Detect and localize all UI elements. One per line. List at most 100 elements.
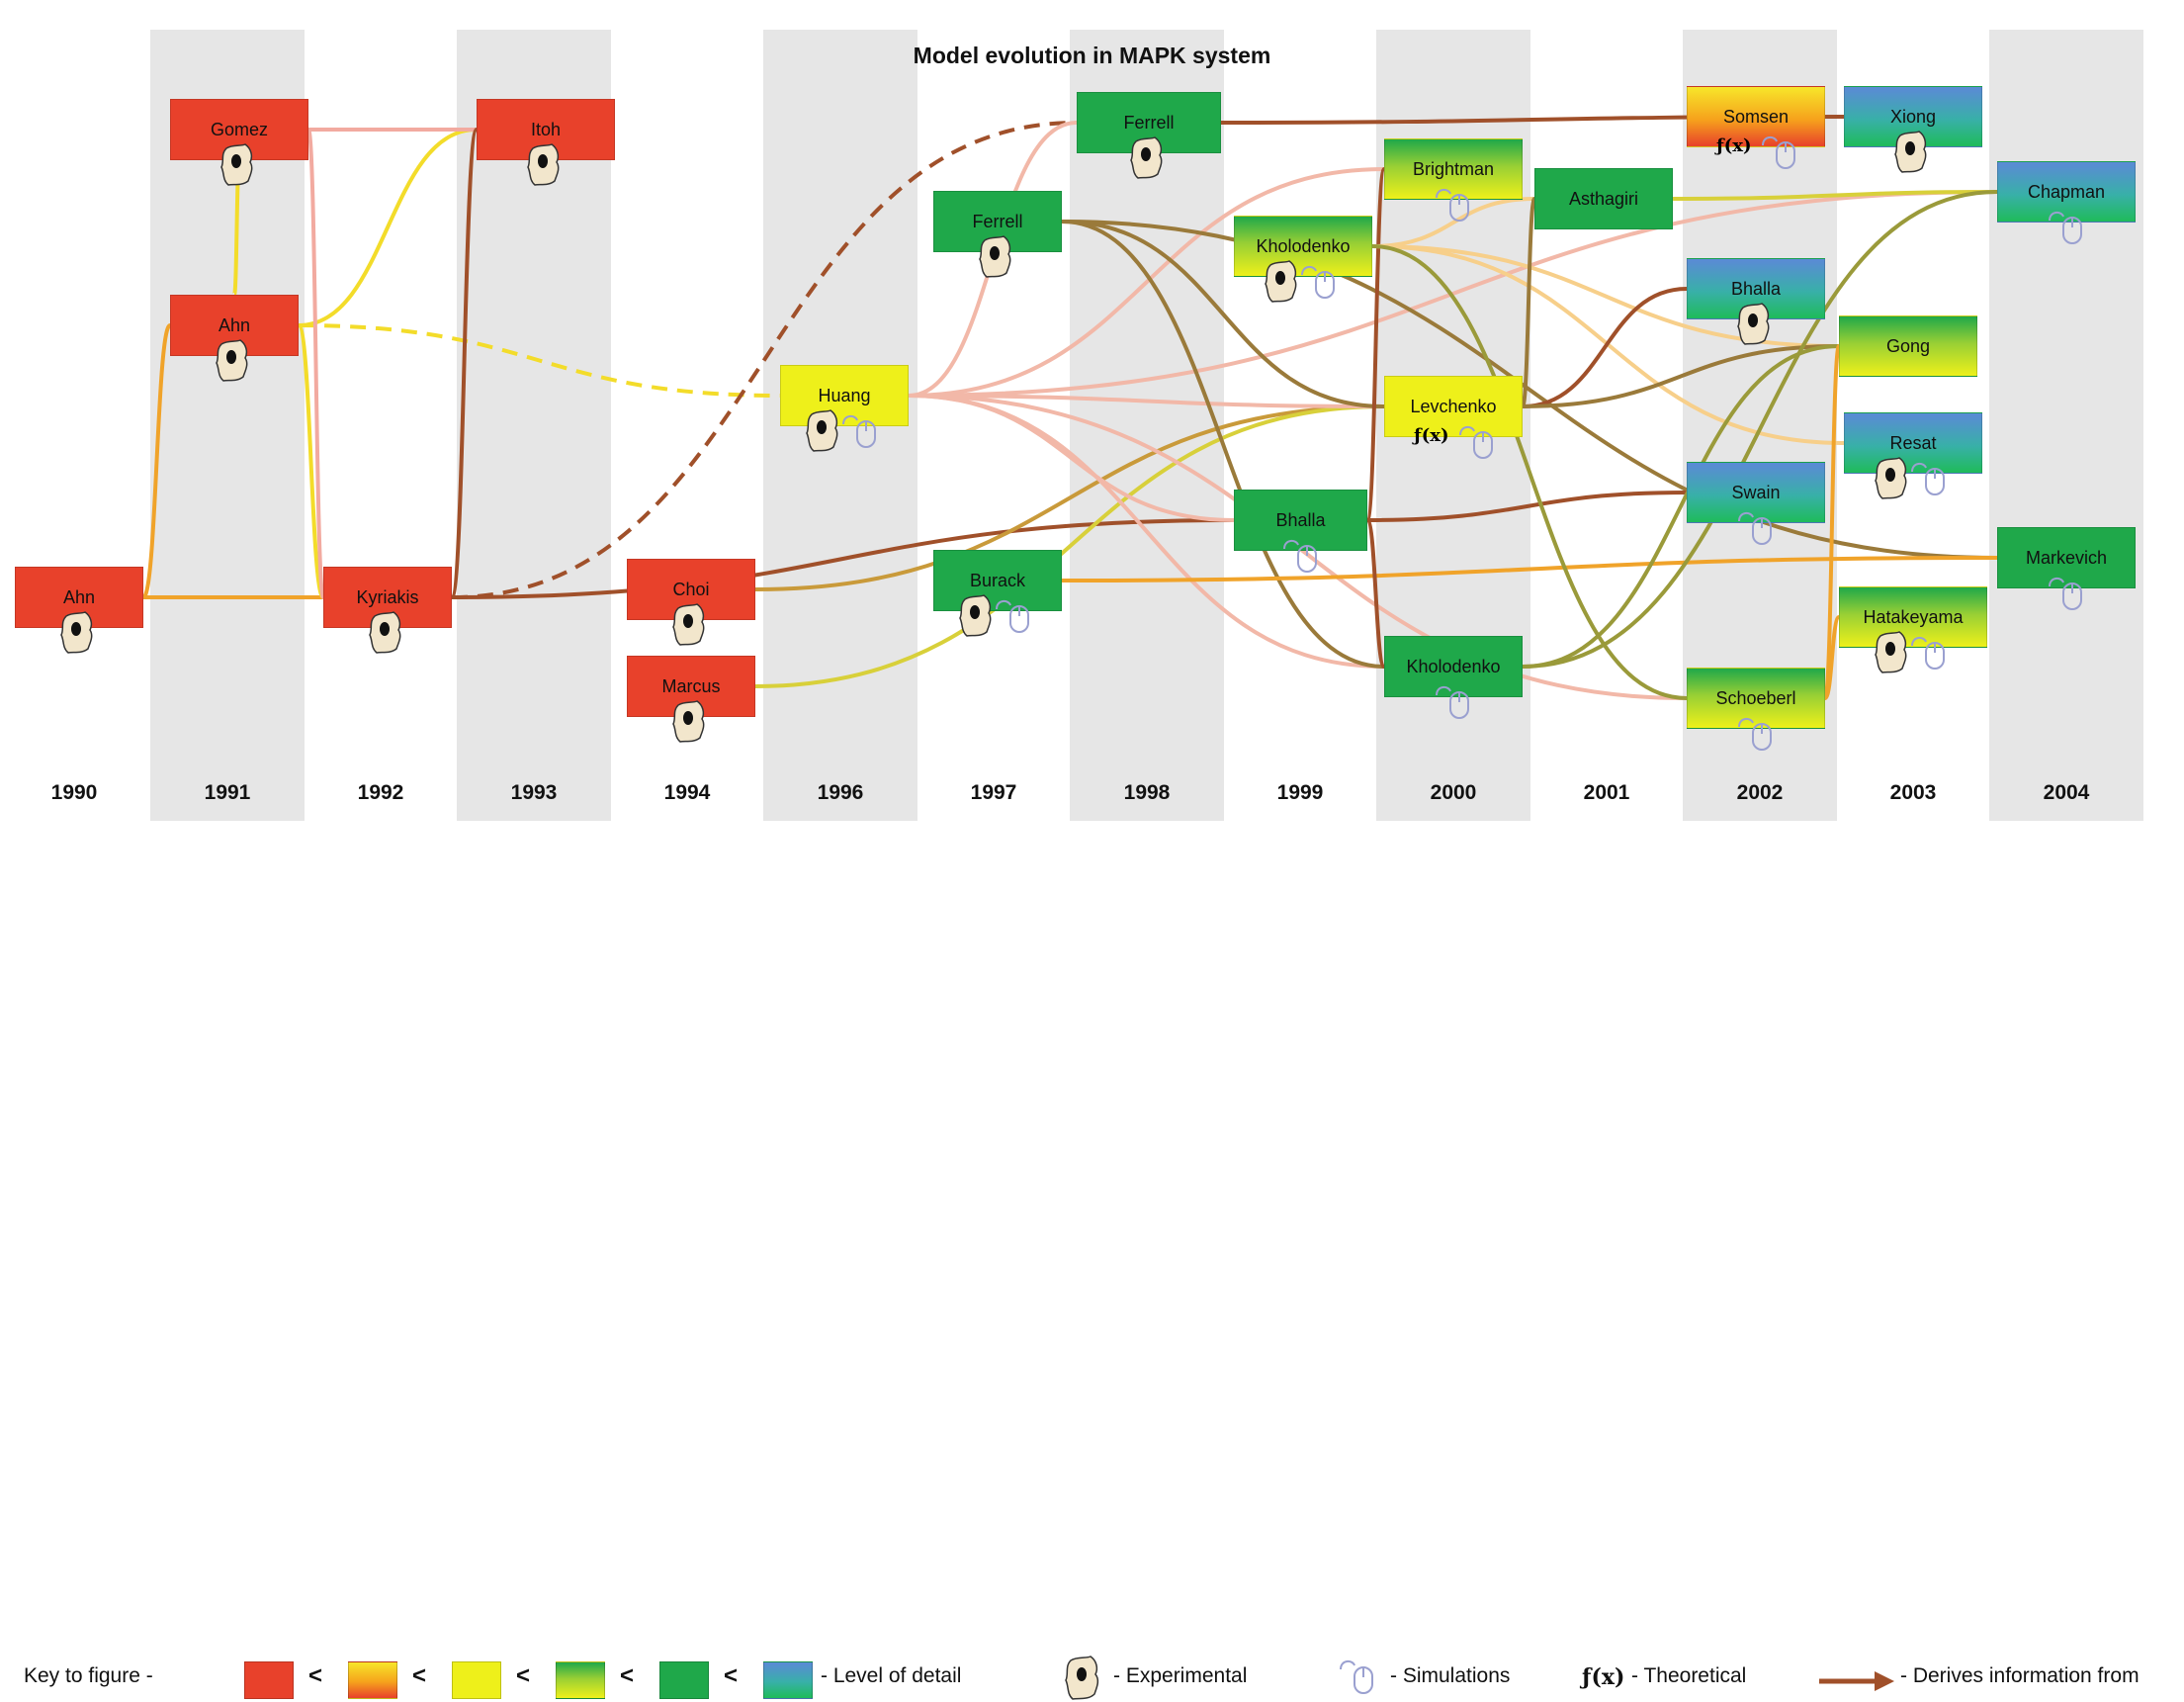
mouse-icon bbox=[2047, 575, 2090, 617]
model-label: Marcus bbox=[661, 676, 721, 696]
model-box-somsen: Somsen bbox=[1687, 86, 1825, 147]
legend-swatch-level-4 bbox=[556, 1661, 605, 1699]
link-ahn90-to-ahn91 bbox=[141, 323, 172, 599]
cell-icon bbox=[59, 610, 95, 659]
legend-detail-label: - Level of detail bbox=[821, 1664, 962, 1687]
mouse-icon bbox=[1909, 460, 1953, 502]
diagram-title: Model evolution in MAPK system bbox=[913, 43, 1271, 68]
legend-theoretical-label: - Theoretical bbox=[1631, 1664, 1747, 1687]
mouse-icon bbox=[840, 412, 884, 455]
cell-icon bbox=[1065, 1656, 1099, 1700]
legend-less-than: < bbox=[412, 1662, 427, 1689]
mouse-icon bbox=[2047, 209, 2090, 251]
link-kholodenko99-to-schoeberl bbox=[1371, 244, 1688, 700]
function-icon: ƒ(x) bbox=[1716, 135, 1752, 156]
legend-swatch-level-3 bbox=[452, 1661, 501, 1699]
mouse-icon bbox=[1299, 263, 1343, 306]
model-label: Hatakeyama bbox=[1863, 607, 1964, 627]
model-box-chapman: Chapman bbox=[1997, 161, 2136, 223]
model-box-schoeberl: Schoeberl bbox=[1687, 668, 1825, 729]
link-levchenko-to-asthagiri bbox=[1521, 197, 1536, 408]
model-label: Asthagiri bbox=[1568, 189, 1639, 209]
legend-swatch-level-6 bbox=[763, 1661, 813, 1699]
year-label: 1992 bbox=[357, 781, 404, 804]
cell-icon bbox=[1129, 135, 1165, 184]
year-label: 1997 bbox=[970, 781, 1017, 804]
link-gomez-to-kyriakis bbox=[306, 128, 325, 599]
cell-icon bbox=[1874, 630, 1909, 678]
legend-less-than: < bbox=[724, 1662, 739, 1689]
cell-icon bbox=[526, 142, 562, 191]
link-levchenko-to-gong bbox=[1522, 344, 1840, 408]
link-burack-to-markevich bbox=[1061, 556, 1998, 582]
legend-swatch-level-1 bbox=[244, 1661, 294, 1699]
mouse-icon bbox=[1736, 715, 1780, 758]
link-huang-to-brightman bbox=[908, 167, 1385, 398]
model-label: Gong bbox=[1885, 336, 1931, 356]
year-label: 1996 bbox=[817, 781, 864, 804]
model-label: Itoh bbox=[530, 120, 562, 139]
legend-less-than: < bbox=[620, 1662, 635, 1689]
year-label: 2001 bbox=[1583, 781, 1630, 804]
year-label: 2002 bbox=[1736, 781, 1784, 804]
link-ahn91-to-itoh bbox=[298, 128, 478, 327]
model-label: Bhalla bbox=[1730, 279, 1782, 299]
cell-icon bbox=[1264, 259, 1299, 308]
link-kholodenko00-to-gong bbox=[1522, 344, 1840, 669]
model-box-kholodenko99: Kholodenko bbox=[1234, 216, 1372, 277]
cell-icon bbox=[368, 610, 403, 659]
cell-icon bbox=[1736, 302, 1772, 350]
model-label: Ahn bbox=[62, 587, 96, 607]
model-box-gomez: Gomez bbox=[170, 99, 308, 160]
model-box-swain: Swain bbox=[1687, 462, 1825, 523]
link-schoeberl-to-hatakeyama bbox=[1823, 615, 1841, 700]
model-label: Swain bbox=[1731, 483, 1781, 502]
function-icon: ƒ(x) bbox=[1414, 425, 1449, 446]
model-box-kholodenko00: Kholodenko bbox=[1384, 636, 1523, 697]
cell-icon bbox=[1874, 456, 1909, 504]
model-label: Kholodenko bbox=[1406, 657, 1501, 676]
year-label: 1991 bbox=[204, 781, 251, 804]
function-icon: ƒ(x) bbox=[1582, 1664, 1625, 1690]
mouse-icon bbox=[1457, 423, 1501, 466]
model-label: Kholodenko bbox=[1256, 236, 1351, 256]
model-box-gong: Gong bbox=[1839, 315, 1977, 377]
legend-less-than: < bbox=[516, 1662, 531, 1689]
link-huang-to-kholodenko00 bbox=[908, 394, 1385, 669]
model-label: Kyriakis bbox=[356, 587, 419, 607]
model-box-markevich: Markevich bbox=[1997, 527, 2136, 588]
model-box-levchenko: Levchenko bbox=[1384, 376, 1523, 437]
legend-less-than: < bbox=[308, 1662, 323, 1689]
link-kholodenko99-to-asthagiri bbox=[1371, 197, 1535, 248]
link-bhalla99-to-kholodenko00 bbox=[1365, 518, 1386, 669]
link-bhalla99-to-brightman bbox=[1365, 167, 1386, 522]
model-label: Somsen bbox=[1722, 107, 1790, 127]
model-label: Gomez bbox=[210, 120, 269, 139]
link-asthagiri-to-chapman bbox=[1672, 190, 1998, 201]
link-huang-to-levchenko bbox=[908, 394, 1385, 408]
legend-derives-label: - Derives information from bbox=[1900, 1664, 2140, 1687]
cell-icon bbox=[1893, 130, 1929, 178]
year-label: 2000 bbox=[1430, 781, 1477, 804]
mouse-icon bbox=[1340, 1659, 1373, 1694]
model-label: Burack bbox=[969, 571, 1026, 590]
link-schoeberl-to-gong bbox=[1823, 344, 1841, 700]
model-label: Huang bbox=[818, 386, 871, 405]
model-box-brightman: Brightman bbox=[1384, 138, 1523, 200]
mouse-icon bbox=[1281, 537, 1325, 580]
cell-icon bbox=[805, 408, 840, 457]
cell-icon bbox=[671, 602, 707, 651]
link-kyriakis-to-itoh bbox=[450, 128, 479, 599]
link-ferrell97-to-kholodenko00 bbox=[1061, 220, 1385, 669]
legend-key-label: Key to figure - bbox=[24, 1664, 153, 1687]
model-label: Levchenko bbox=[1410, 397, 1497, 416]
year-label: 2003 bbox=[1889, 781, 1937, 804]
model-label: Bhalla bbox=[1275, 510, 1326, 530]
model-label: Choi bbox=[672, 580, 710, 599]
model-box-bhalla99: Bhalla bbox=[1234, 490, 1367, 551]
year-label: 2004 bbox=[2043, 781, 2090, 804]
model-label: Markevich bbox=[2025, 548, 2108, 568]
link-kyriakis-to-ferrell98 bbox=[451, 121, 1078, 599]
model-box-asthagiri: Asthagiri bbox=[1534, 168, 1673, 229]
